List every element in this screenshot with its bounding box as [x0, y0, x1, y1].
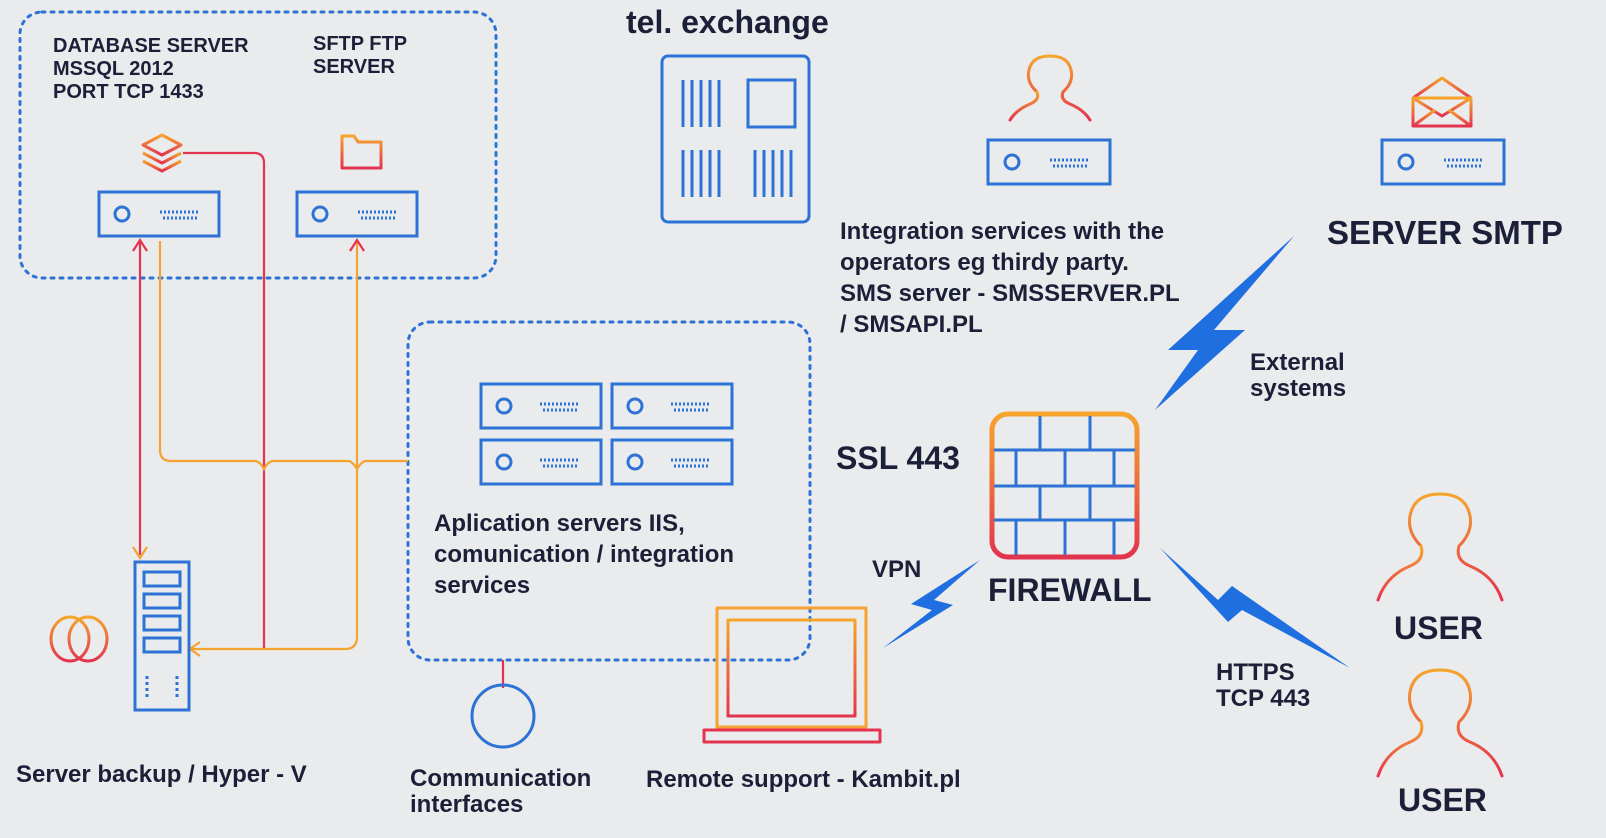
https-label: HTTPS TCP 443	[1216, 660, 1310, 712]
integration-line2: operators eg thirdy party.	[840, 249, 1129, 276]
comm-interfaces-line2: interfaces	[410, 791, 524, 818]
app-servers-line3: services	[434, 572, 531, 599]
sftp-server-line2: SERVER	[313, 56, 395, 78]
folder-icon	[340, 134, 383, 170]
ssl-label: SSL 443	[836, 440, 960, 476]
comm-interfaces-line1: Communication	[410, 765, 592, 792]
firewall-label: FIREWALL	[988, 572, 1152, 608]
integration-server-box	[986, 138, 1112, 186]
user-icon	[1376, 668, 1504, 778]
database-server-label: DATABASE SERVER MSSQL 2012 PORT TCP 1433	[53, 35, 249, 104]
server-tower-icon	[133, 560, 191, 712]
tel-exchange-label: tel. exchange	[626, 4, 829, 40]
integration-services-label: Integration services with the operators …	[840, 216, 1180, 340]
sftp-to-backup-line	[192, 241, 359, 651]
tel-exchange-box	[660, 54, 811, 224]
vpn-label: VPN	[872, 556, 922, 583]
database-server-line1: DATABASE SERVER	[53, 35, 249, 57]
database-stack-icon	[141, 133, 183, 173]
firewall-icon	[989, 411, 1140, 560]
external-line1: External	[1250, 349, 1345, 376]
app-servers-line2: comunication / integration	[434, 541, 735, 568]
database-server-line3: PORT TCP 1433	[53, 81, 204, 103]
external-line2: systems	[1250, 375, 1347, 402]
app-servers-label: Aplication servers IIS, comunication / i…	[434, 508, 734, 601]
database-server-box	[97, 190, 221, 238]
sftp-server-label: SFTP FTP SERVER	[313, 33, 407, 79]
app-servers-line1: Aplication servers IIS,	[434, 510, 685, 537]
lightning-bolt-icon	[1155, 236, 1294, 410]
app-group-boundary	[406, 320, 812, 662]
backup-label: Server backup / Hyper - V	[16, 761, 307, 788]
https-line1: HTTPS	[1216, 659, 1295, 686]
integration-line4: / SMSAPI.PL	[840, 311, 983, 338]
sftp-server-line1: SFTP FTP	[313, 33, 408, 55]
database-group-boundary	[18, 10, 498, 280]
backup-down-arrow	[132, 546, 148, 561]
lightning-bolt-icon	[883, 560, 980, 648]
circle-icon	[470, 683, 536, 749]
user-label-2: USER	[1398, 782, 1487, 818]
integration-line3: SMS server - SMSSERVER.PL	[840, 280, 1180, 307]
https-line2: TCP 443	[1216, 685, 1311, 712]
db-to-app-line	[158, 241, 408, 472]
sftp-server-box	[295, 190, 419, 238]
server-smtp-label: SERVER SMTP	[1327, 214, 1563, 251]
laptop-icon	[702, 606, 882, 744]
integration-line1: Integration services with the	[840, 218, 1165, 245]
user-label-1: USER	[1394, 610, 1483, 646]
lightning-bolt-icon	[1160, 548, 1350, 668]
remote-support-label: Remote support - Kambit.pl	[646, 766, 961, 793]
external-systems-label: External systems	[1250, 350, 1346, 402]
comm-interfaces-label: Communication interfaces	[410, 766, 591, 818]
hyper-v-icon	[49, 615, 109, 663]
db-to-backup-line	[183, 151, 266, 649]
database-server-line2: MSSQL 2012	[53, 58, 174, 80]
app-servers-cluster	[479, 382, 734, 486]
user-icon	[1376, 492, 1504, 602]
smtp-server-box	[1380, 138, 1506, 186]
mail-icon	[1411, 76, 1473, 128]
user-icon	[1008, 54, 1092, 122]
